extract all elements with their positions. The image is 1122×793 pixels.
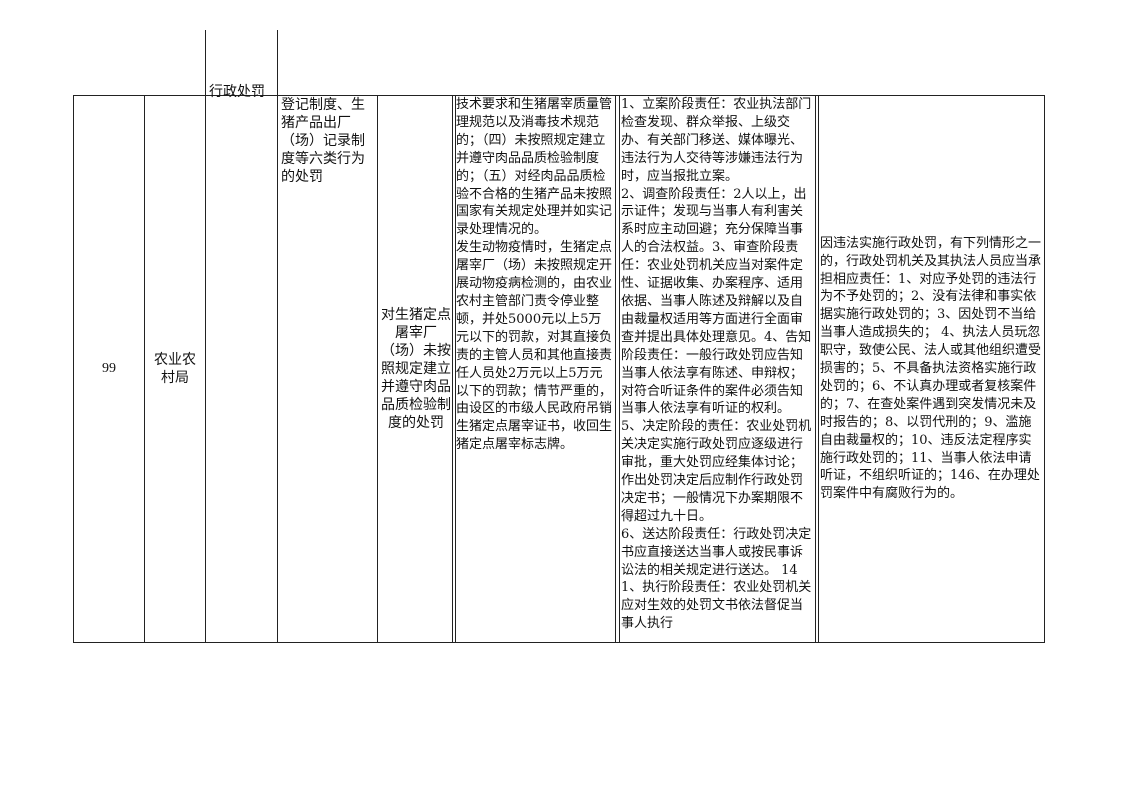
item-name-cell: 登记制度、生猪产品出厂（场）记录制度等六类行为的处罚 bbox=[281, 96, 375, 186]
column-divider bbox=[615, 95, 616, 643]
department-name: 农业农村局 bbox=[154, 352, 196, 386]
column-divider bbox=[144, 95, 145, 643]
row-number-cell: 99 bbox=[74, 95, 144, 643]
responsibility-cell: 1、立案阶段责任：农业执法部门检查发现、群众举报、上级交办、有关部门移送、媒体曝… bbox=[621, 96, 813, 644]
column-divider bbox=[452, 95, 453, 643]
accountability-text: 因违法实施行政处罚，有下列情形之一的，行政处罚机关及其执法人员应当承担相应责任：… bbox=[820, 235, 1042, 502]
legal-basis-cell: 技术要求和生猪屠宰质量管理规范以及消毒技术规范的；（四）未按照规定建立并遵守肉品… bbox=[456, 96, 614, 454]
column-divider bbox=[818, 95, 819, 643]
row-number: 99 bbox=[102, 361, 116, 376]
legal-basis-paragraph: 技术要求和生猪屠宰质量管理规范以及消毒技术规范的；（四）未按照规定建立并遵守肉品… bbox=[456, 97, 613, 238]
column-divider bbox=[205, 30, 206, 643]
column-divider bbox=[377, 95, 378, 643]
accountability-cell: 因违法实施行政处罚，有下列情形之一的，行政处罚机关及其执法人员应当承担相应责任：… bbox=[820, 95, 1042, 643]
sub-item-name: 对生猪定点屠宰厂（场）未按照规定建立并遵守肉品品质检验制度的处罚 bbox=[381, 307, 451, 431]
column-divider bbox=[277, 30, 278, 643]
column-divider bbox=[815, 95, 816, 643]
responsibility-paragraph: 1、立案阶段责任：农业执法部门检查发现、群众举报、上级交办、有关部门移送、媒体曝… bbox=[621, 97, 812, 184]
responsibility-paragraph: 2、调查阶段责任：2人以上，出示证件；发现与当事人有利害关系时应主动回避；充分保… bbox=[621, 186, 812, 417]
power-type-cell: 行政处罚 bbox=[209, 83, 275, 103]
responsibility-paragraph: 6、送达阶段责任：行政处罚决定书应直接送达当事人或按民事诉讼法的相关规定进行送达… bbox=[621, 526, 812, 632]
item-name: 登记制度、生猪产品出厂（场）记录制度等六类行为的处罚 bbox=[281, 97, 365, 185]
power-type: 行政处罚 bbox=[209, 84, 265, 100]
legal-basis-paragraph: 发生动物疫情时，生猪定点屠宰厂（场）未按照规定开展动物疫病检测的，由农业农村主管… bbox=[456, 240, 613, 453]
responsibility-paragraph: 5、决定阶段的责任：农业处罚机关决定实施行政处罚应逐级进行审批，重大处罚应经集体… bbox=[621, 419, 812, 524]
sub-item-cell: 对生猪定点屠宰厂（场）未按照规定建立并遵守肉品品质检验制度的处罚 bbox=[381, 95, 451, 643]
table-frame bbox=[73, 95, 1045, 643]
department-cell: 农业农村局 bbox=[146, 95, 204, 643]
column-divider bbox=[455, 95, 456, 643]
column-divider bbox=[619, 95, 620, 643]
